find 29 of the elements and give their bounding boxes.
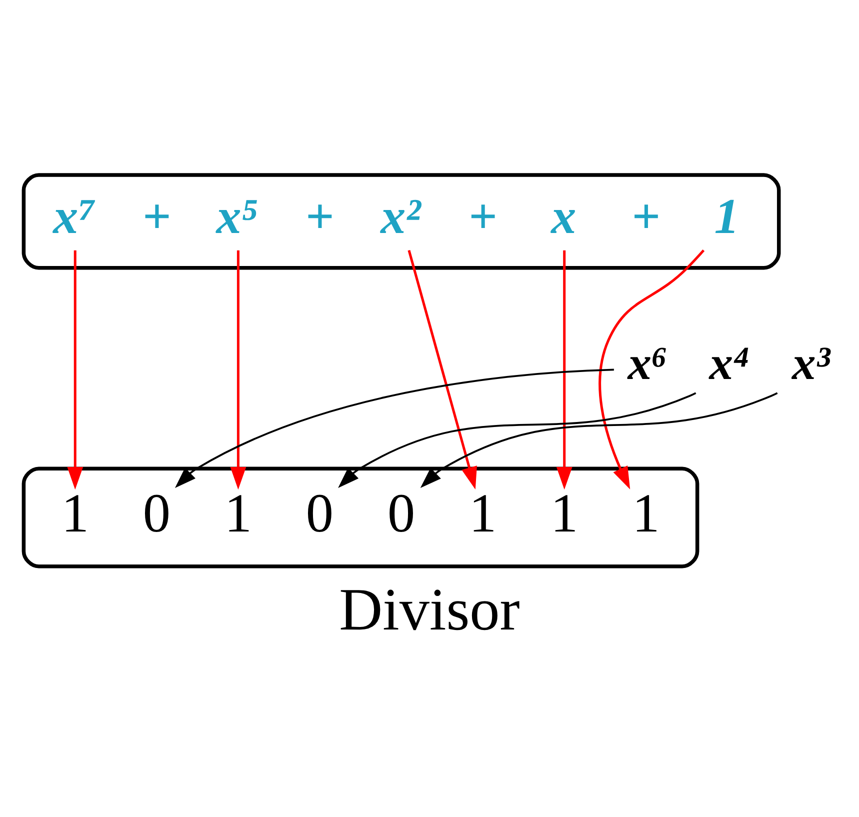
node-text: 1 <box>469 482 497 544</box>
cluster <box>22 172 781 270</box>
arrow <box>338 392 696 488</box>
node-text: x <box>551 187 576 244</box>
node-text: + <box>142 187 171 244</box>
node-text: 1 <box>224 482 252 544</box>
arrow <box>174 368 614 488</box>
arrow <box>556 250 572 490</box>
arrow <box>230 250 246 490</box>
node-text: + <box>468 187 497 244</box>
node-text: 0 <box>306 482 334 544</box>
node-text: x⁴ <box>709 337 750 390</box>
node-text: 1 <box>61 482 89 544</box>
node-text: 0 <box>142 482 170 544</box>
caption: Divisor <box>339 576 520 644</box>
node-text: + <box>305 187 334 244</box>
arrow <box>420 392 778 488</box>
node-text: + <box>631 187 660 244</box>
node-text: 1 <box>550 482 578 544</box>
node-text: x² <box>380 187 421 244</box>
node-text: 1 <box>714 187 740 244</box>
node-text: x³ <box>792 337 830 390</box>
arrow <box>67 250 84 490</box>
node-text: 1 <box>632 482 660 544</box>
node-text: x⁵ <box>216 187 259 244</box>
node-text: x⁶ <box>628 337 668 390</box>
node-text: 0 <box>387 482 416 544</box>
arrow <box>598 249 705 489</box>
node-text: x⁷ <box>53 187 96 244</box>
